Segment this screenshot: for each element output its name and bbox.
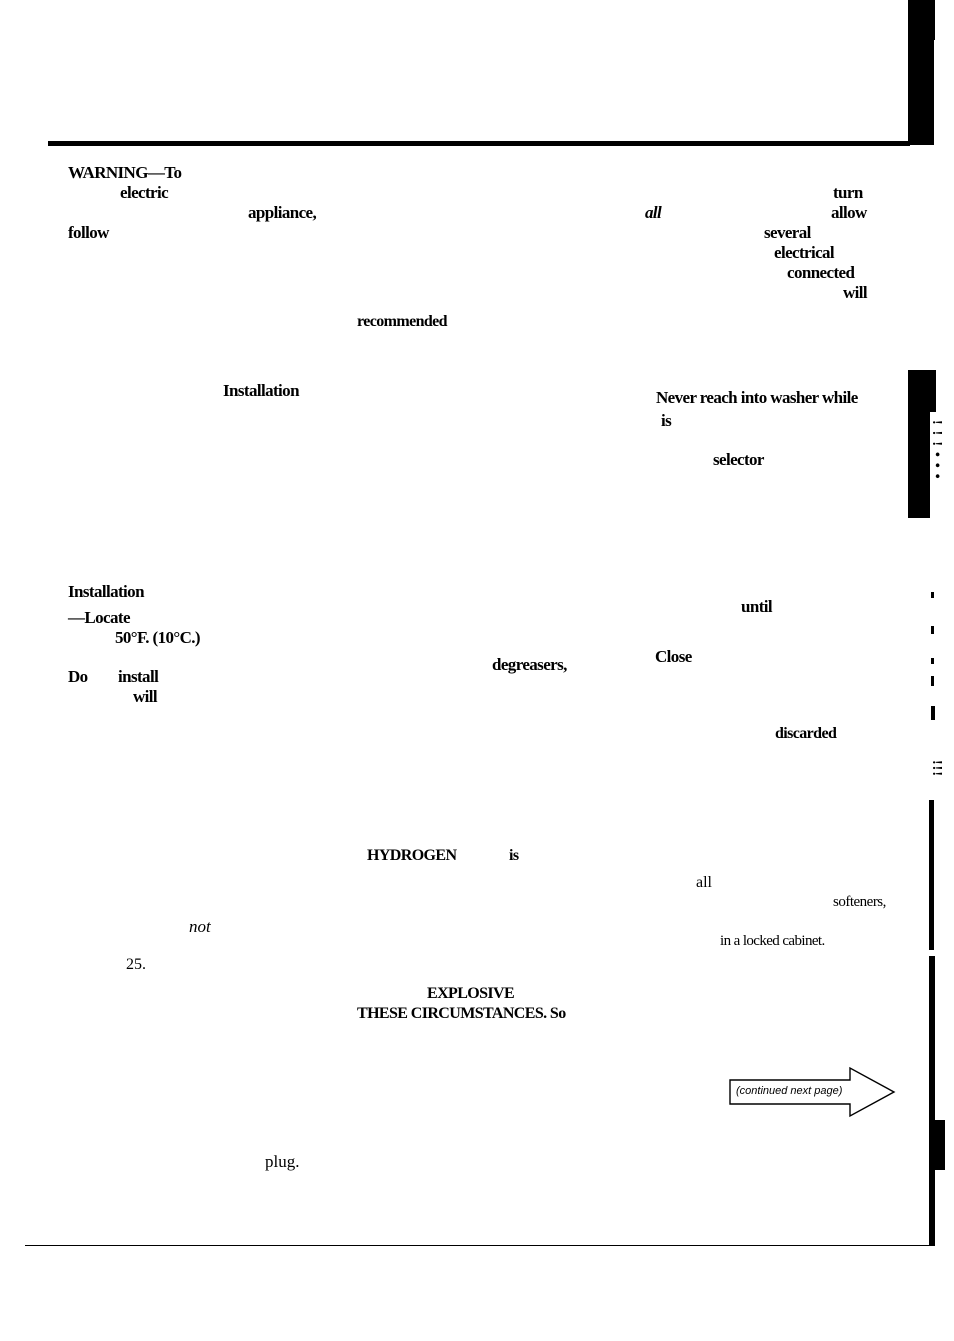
warning-label: WARNING—To bbox=[68, 163, 182, 182]
edge-tab-top-notch bbox=[930, 0, 935, 40]
text-fragment: plug. bbox=[265, 1152, 300, 1171]
text-fragment: 25. bbox=[126, 956, 146, 973]
text-fragment: discarded bbox=[775, 725, 837, 742]
text-fragment: electric bbox=[120, 183, 169, 202]
text-fragment: until bbox=[741, 597, 773, 616]
text-fragment: Close bbox=[655, 647, 692, 666]
continued-arrow-icon bbox=[729, 1066, 896, 1118]
text-fragment: —Locate bbox=[68, 608, 131, 627]
text-fragment: will bbox=[133, 687, 158, 706]
text-fragment: all bbox=[645, 203, 662, 222]
text-fragment: Installation bbox=[223, 381, 300, 400]
text-fragment: is bbox=[661, 411, 672, 430]
edge-dot bbox=[931, 626, 934, 634]
edge-tab-bottom-marks: !!! bbox=[929, 760, 944, 777]
text-fragment: allow bbox=[831, 203, 867, 222]
text-fragment: electrical bbox=[774, 243, 835, 262]
edge-tab-mid-notch bbox=[930, 370, 936, 412]
text-fragment: 50°F. (10°C.) bbox=[115, 628, 201, 647]
edge-tab-bottom bbox=[929, 800, 934, 950]
text-fragment: all bbox=[696, 874, 712, 891]
footer-rule bbox=[25, 1245, 933, 1246]
text-fragment: not bbox=[189, 917, 211, 936]
section-heading: Installation bbox=[68, 582, 145, 601]
text-fragment: follow bbox=[68, 223, 109, 242]
edge-tab-bottom-lower bbox=[929, 956, 935, 1246]
text-fragment: Never reach into washer while bbox=[656, 388, 858, 407]
edge-dot bbox=[931, 592, 934, 598]
text-fragment: install bbox=[118, 667, 159, 686]
edge-tab-mid bbox=[908, 370, 930, 518]
edge-dot bbox=[931, 706, 935, 720]
text-fragment: softeners, bbox=[833, 894, 886, 910]
text-fragment: connected bbox=[787, 263, 855, 282]
edge-tab-top bbox=[908, 0, 934, 145]
text-fragment: turn bbox=[833, 183, 863, 202]
text-fragment: HYDROGEN bbox=[367, 847, 457, 864]
text-fragment: appliance, bbox=[248, 203, 317, 222]
text-fragment: will bbox=[843, 283, 868, 302]
continued-label: (continued next page) bbox=[736, 1085, 843, 1097]
edge-tab-mid-marks: !!!••• bbox=[929, 420, 944, 485]
edge-dot bbox=[931, 658, 934, 664]
header-rule bbox=[48, 141, 910, 146]
text-fragment: in a locked cabinet. bbox=[720, 933, 825, 949]
text-fragment: several bbox=[764, 223, 811, 242]
text-fragment: THESE CIRCUMSTANCES. So bbox=[357, 1005, 566, 1022]
text-fragment: recommended bbox=[357, 313, 448, 330]
text-fragment: is bbox=[509, 847, 519, 864]
text-fragment: selector bbox=[713, 450, 764, 469]
text-fragment: EXPLOSIVE bbox=[427, 985, 515, 1002]
edge-dot bbox=[931, 676, 934, 686]
text-fragment: degreasers, bbox=[492, 655, 567, 674]
edge-tab-bottom-notch bbox=[935, 1120, 945, 1170]
text-fragment: Do bbox=[68, 667, 88, 686]
